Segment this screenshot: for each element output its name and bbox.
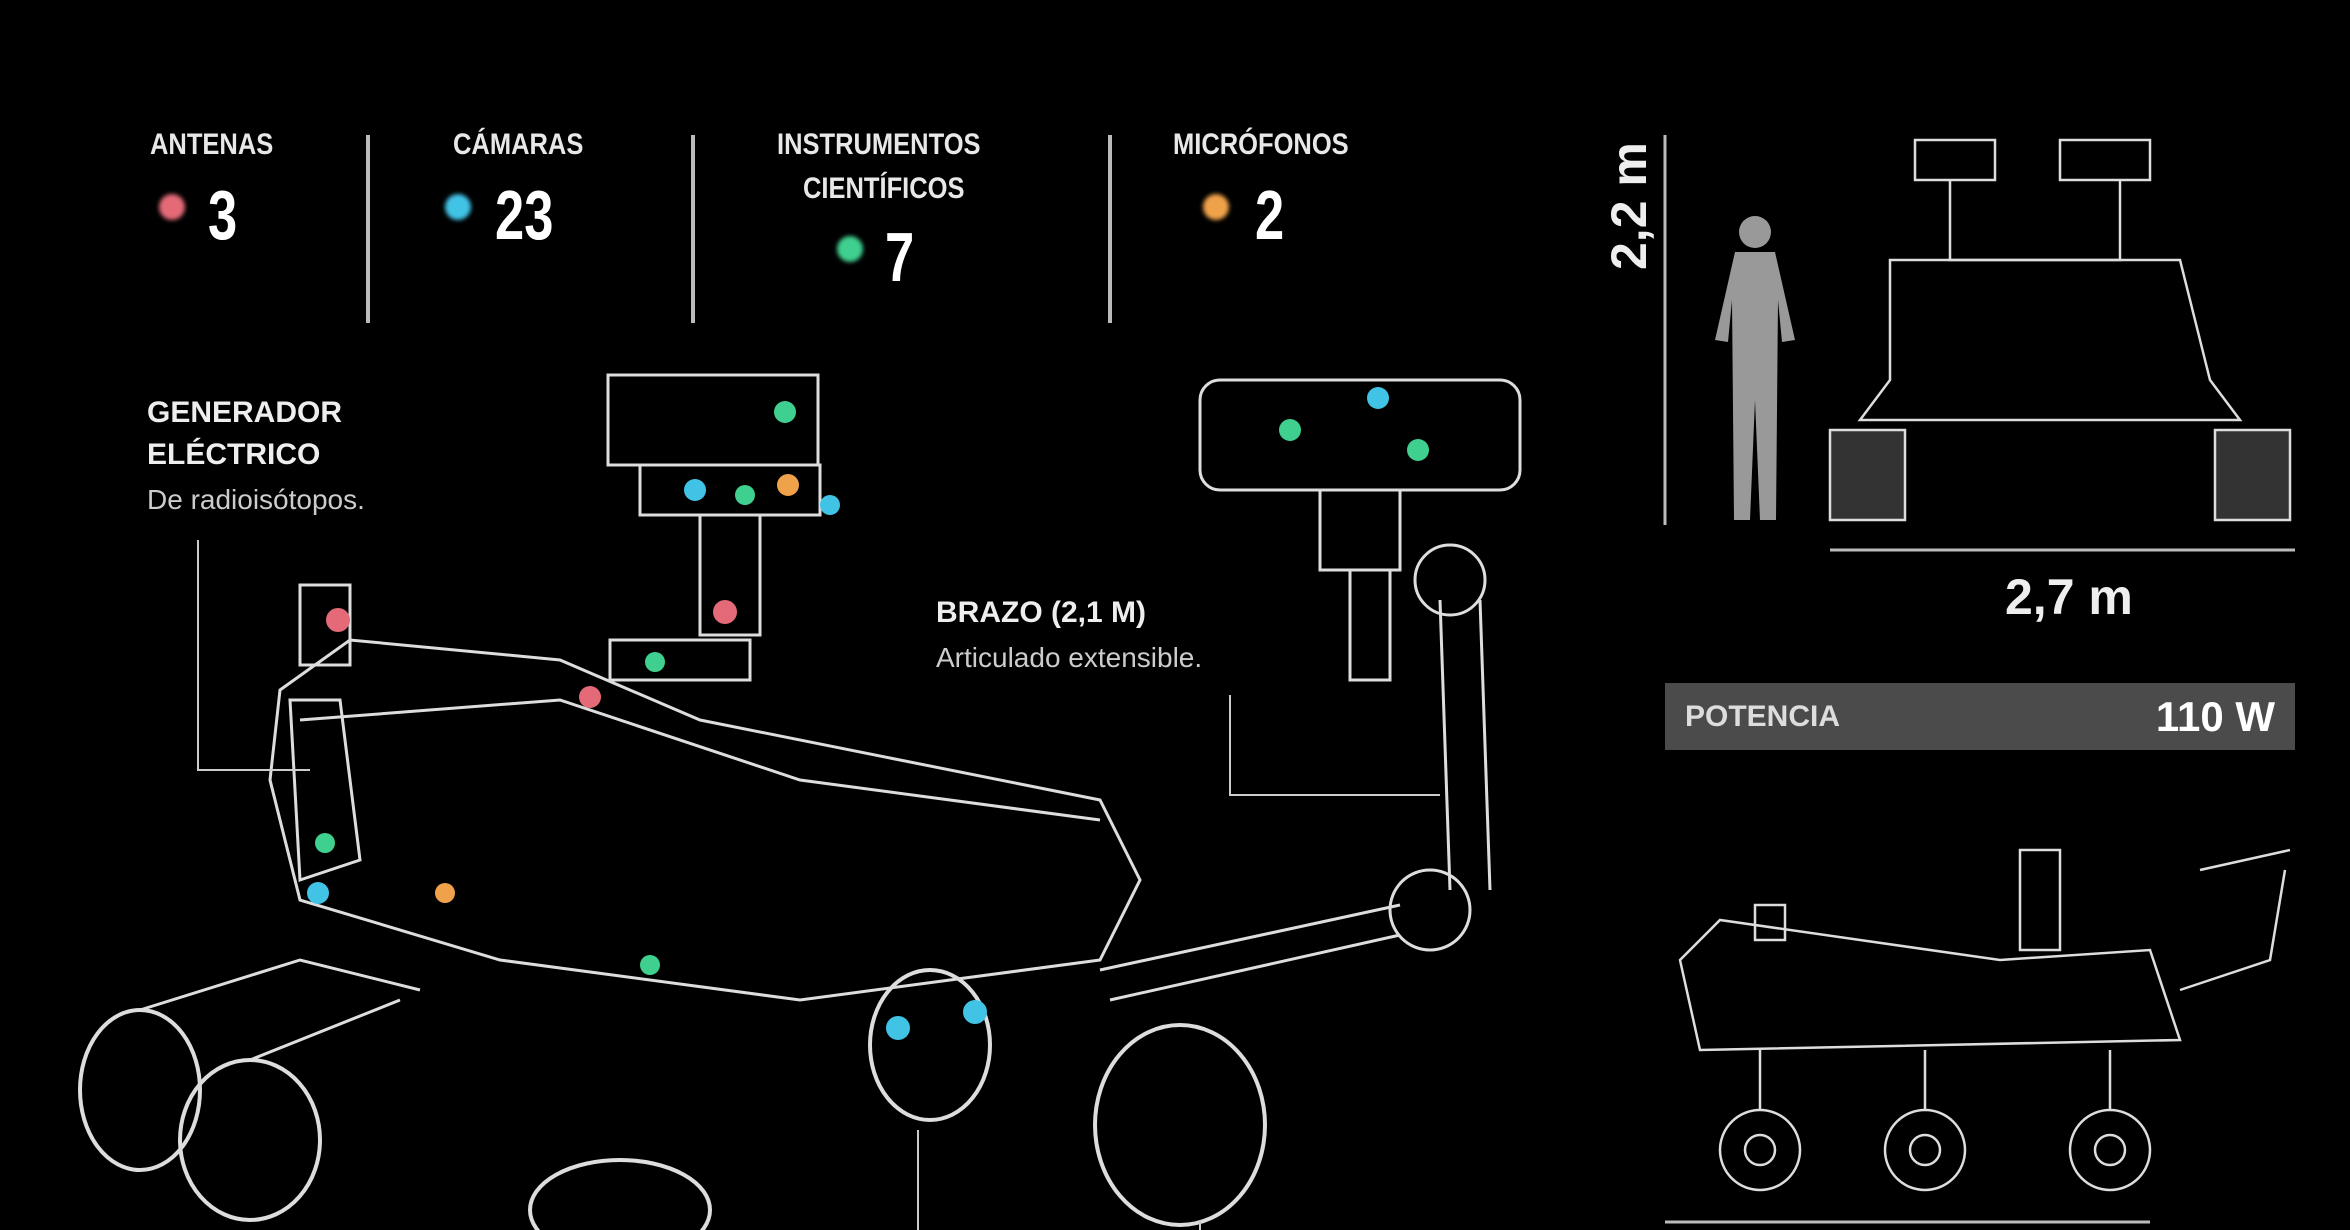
stat-label-microfonos: MICRÓFONOS — [1173, 128, 1349, 161]
stat-label-cientificos: CIENTÍFICOS — [803, 172, 965, 205]
human-silhouette-icon — [1715, 216, 1795, 520]
antenna-box — [298, 583, 352, 667]
generator-title-line2: ELÉCTRICO — [147, 438, 321, 471]
antenna-dot-icon — [159, 194, 185, 220]
microphone-dot-icon — [1203, 194, 1229, 220]
divider — [1108, 135, 1112, 323]
arm-title: BRAZO (2,1 M) — [936, 596, 1146, 629]
rover-side-view — [1678, 848, 2291, 1192]
arm-callout: BRAZO (2,1 M) Articulado extensible. — [936, 592, 1202, 674]
arm-subtitle: Articulado extensible. — [936, 642, 1203, 673]
width-label: 2,7 m — [2005, 569, 2133, 625]
stat-value-instrumentos: 7 — [885, 218, 915, 296]
generator-title-line1: GENERADOR — [147, 396, 343, 429]
stat-value-camaras: 23 — [495, 176, 554, 254]
power-value: 110 W — [2155, 693, 2275, 740]
rover-front-view — [1828, 138, 2292, 522]
stat-label-camaras: CÁMARAS — [453, 128, 584, 161]
camera-dot-icon — [445, 194, 471, 220]
stat-value-microfonos: 2 — [1255, 176, 1285, 254]
generator-subtitle: De radioisótopos. — [147, 484, 365, 515]
power-label: POTENCIA — [1685, 700, 1841, 733]
height-label: 2,2 m — [1601, 142, 1657, 270]
power-bar: POTENCIA 110 W — [1665, 683, 2295, 750]
divider — [691, 135, 695, 323]
instrument-dot-icon — [837, 236, 863, 262]
stat-value-antenas: 3 — [208, 176, 238, 254]
stat-label-antenas: ANTENAS — [150, 128, 274, 161]
stat-label-instrumentos: INSTRUMENTOS — [777, 128, 981, 161]
arm-turret — [1198, 378, 1522, 492]
generator-callout: GENERADOR ELÉCTRICO De radioisótopos. — [147, 392, 365, 516]
divider — [366, 135, 370, 323]
